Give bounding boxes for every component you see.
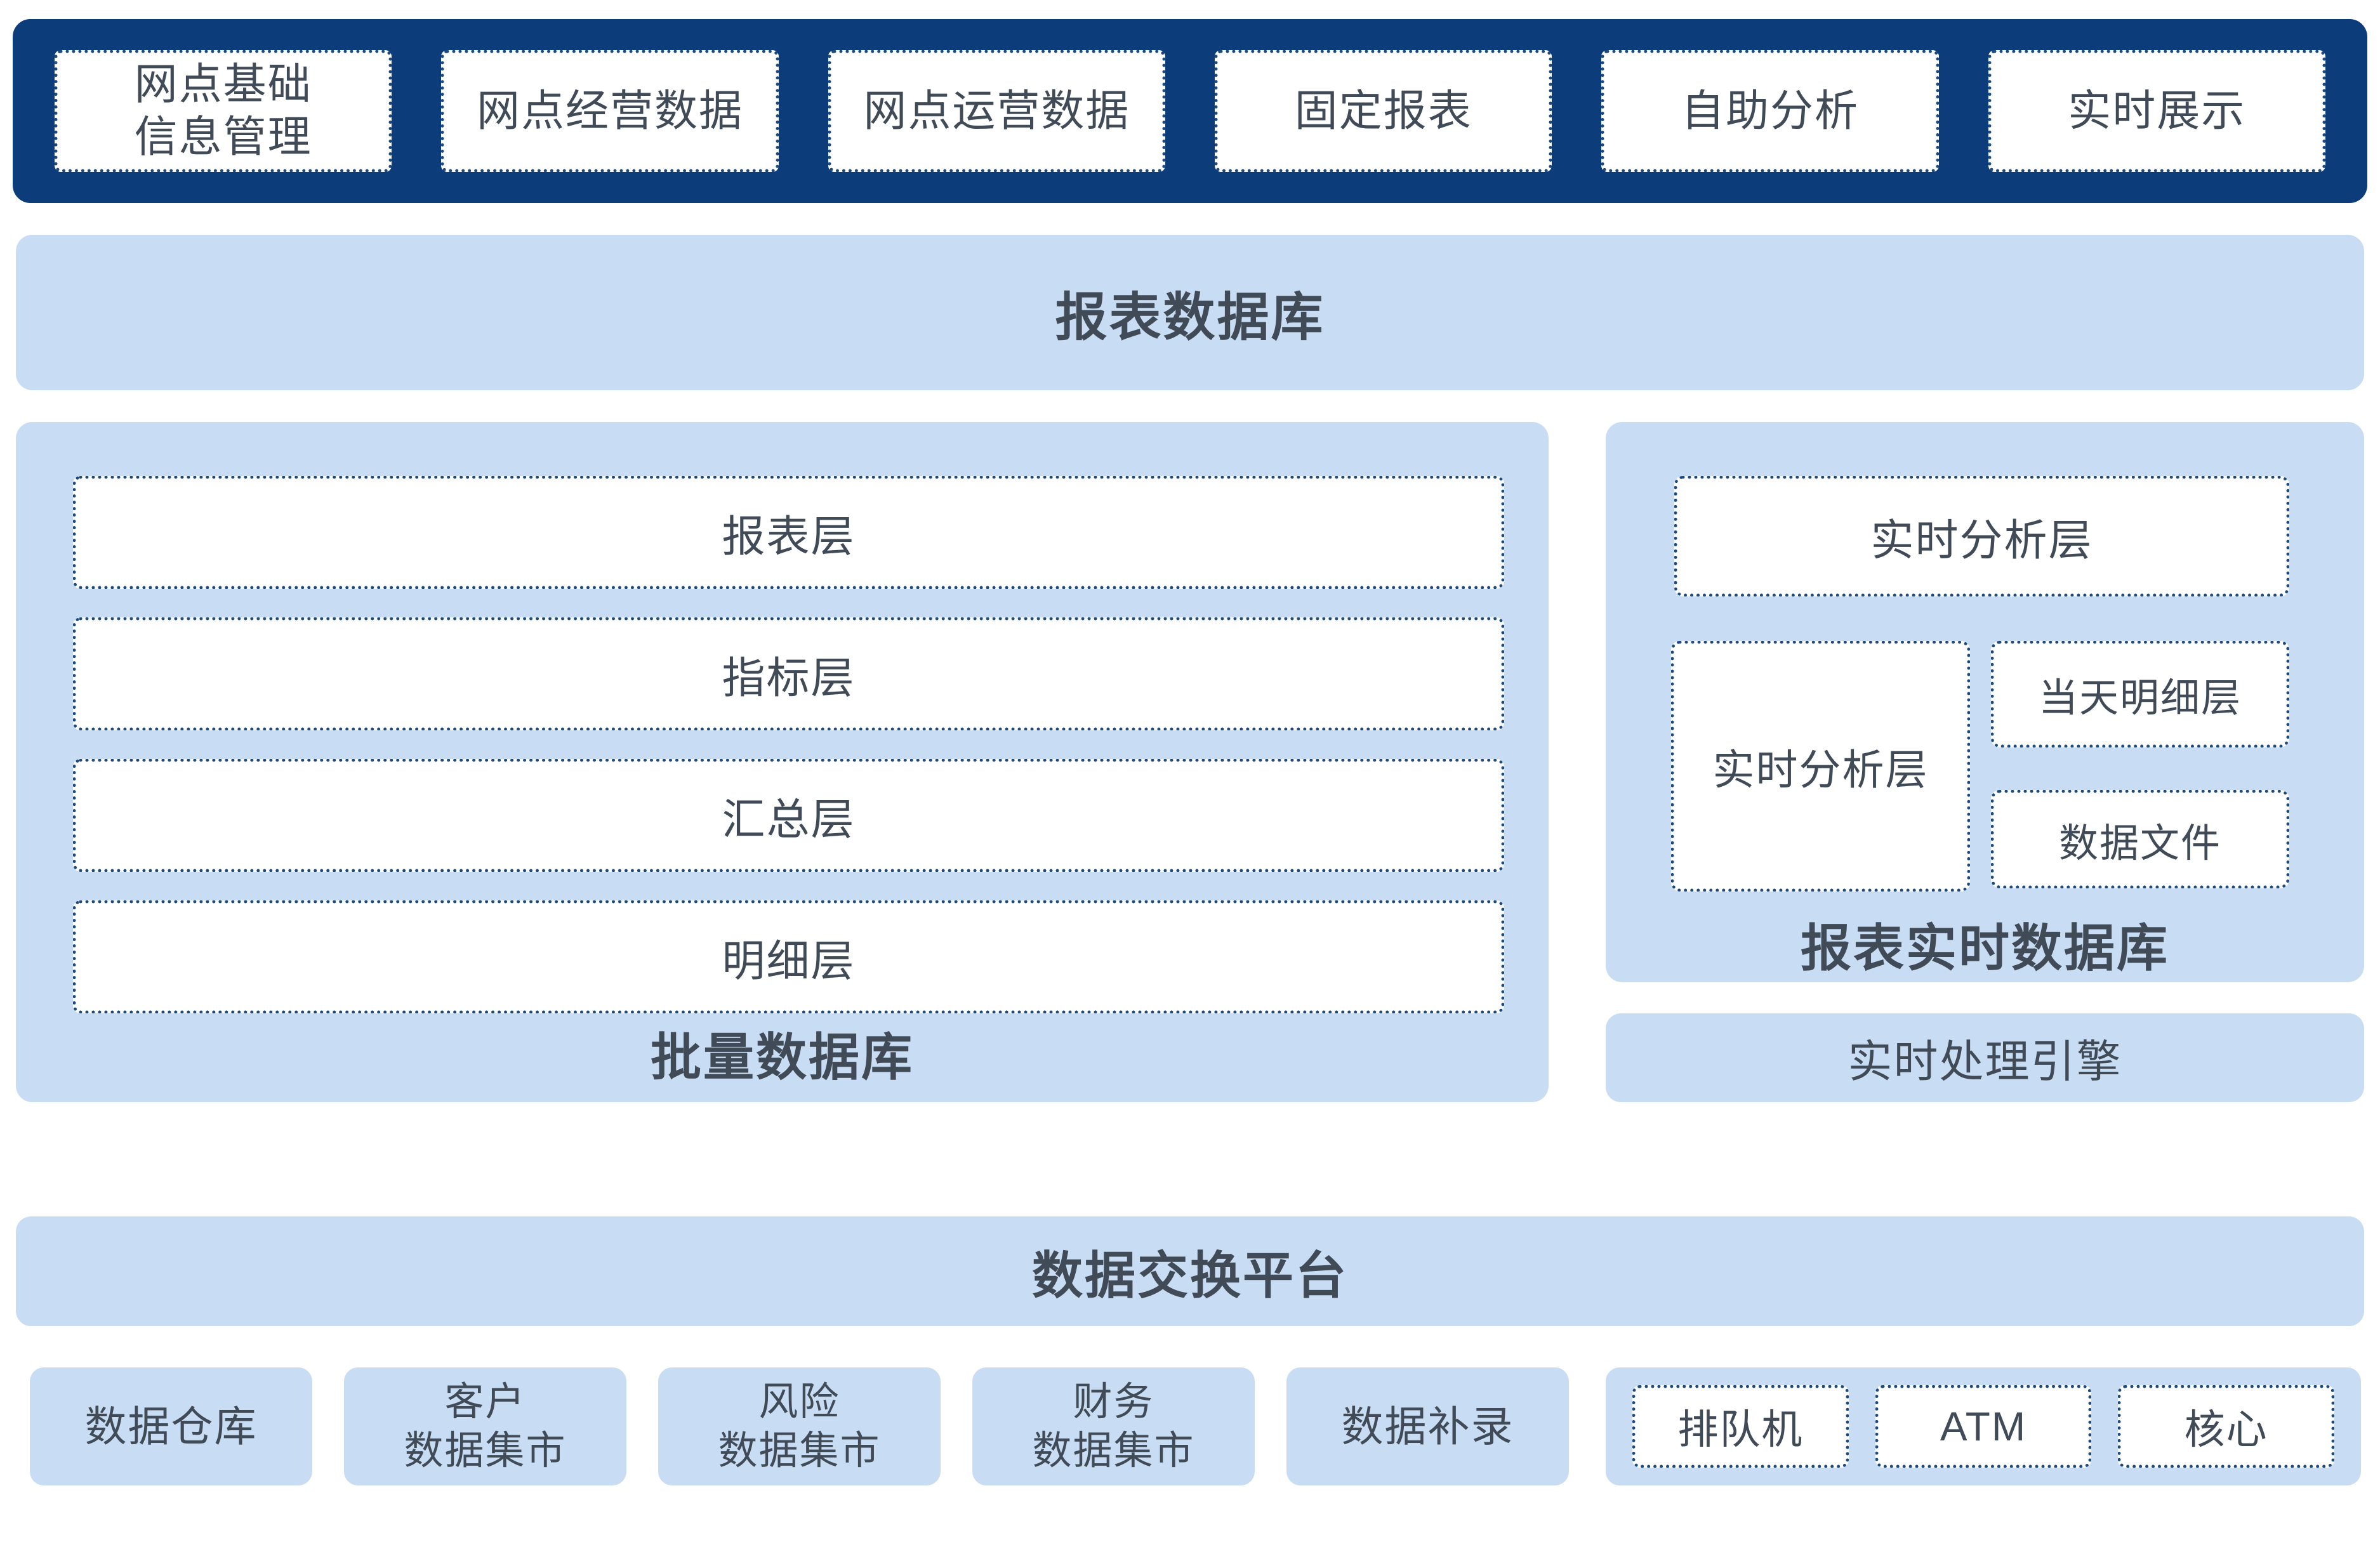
- data-exchange-platform-band: 数据交换平台: [16, 1216, 2364, 1326]
- self-service-analysis-box: 自助分析: [1601, 50, 1939, 172]
- risk-datamart-box: 风险 数据集市: [658, 1367, 941, 1485]
- branch-base-info-box: 网点基础 信息管理: [55, 50, 392, 172]
- queue-machine-box: 排队机: [1632, 1385, 1849, 1468]
- fixed-report-box: 固定报表: [1214, 50, 1552, 172]
- report-database-band: 报表数据库: [16, 235, 2364, 390]
- realtime-analysis-layer-box: 实时分析层: [1671, 641, 1970, 892]
- branch-business-data-box: 网点经营数据: [441, 50, 779, 172]
- top-application-bar: 网点基础 信息管理 网点经营数据 网点运营数据 固定报表 自助分析 实时展示: [13, 19, 2367, 203]
- customer-datamart-box: 客户 数据集市: [344, 1367, 626, 1485]
- data-file-box: 数据文件: [1991, 790, 2289, 888]
- data-warehouse-box: 数据仓库: [30, 1367, 312, 1485]
- summary-layer-box: 汇总层: [73, 759, 1504, 872]
- core-system-box: 核心: [2118, 1385, 2335, 1468]
- realtime-display-box: 实时展示: [1988, 50, 2325, 172]
- realtime-database-title: 报表实时数据库: [1801, 920, 2169, 977]
- branch-operation-data-box: 网点运营数据: [828, 50, 1165, 172]
- batch-database-title: 批量数据库: [651, 1029, 914, 1086]
- batch-database-panel: 报表层 指标层 汇总层 明细层 批量数据库: [16, 422, 1549, 1102]
- atm-box: ATM: [1875, 1385, 2092, 1468]
- indicator-layer-box: 指标层: [73, 617, 1504, 730]
- finance-datamart-box: 财务 数据集市: [972, 1367, 1255, 1485]
- report-layer-box: 报表层: [73, 476, 1504, 589]
- realtime-database-panel: 实时分析层 实时分析层 当天明细层 数据文件 报表实时数据库: [1606, 422, 2364, 982]
- detail-layer-box: 明细层: [73, 900, 1504, 1013]
- realtime-analysis-layer-top-box: 实时分析层: [1674, 476, 2289, 596]
- data-supplement-box: 数据补录: [1286, 1367, 1569, 1485]
- realtime-engine-box: 实时处理引擎: [1606, 1013, 2364, 1102]
- today-detail-layer-box: 当天明细层: [1991, 641, 2289, 747]
- source-systems-group: 排队机 ATM 核心: [1606, 1367, 2361, 1485]
